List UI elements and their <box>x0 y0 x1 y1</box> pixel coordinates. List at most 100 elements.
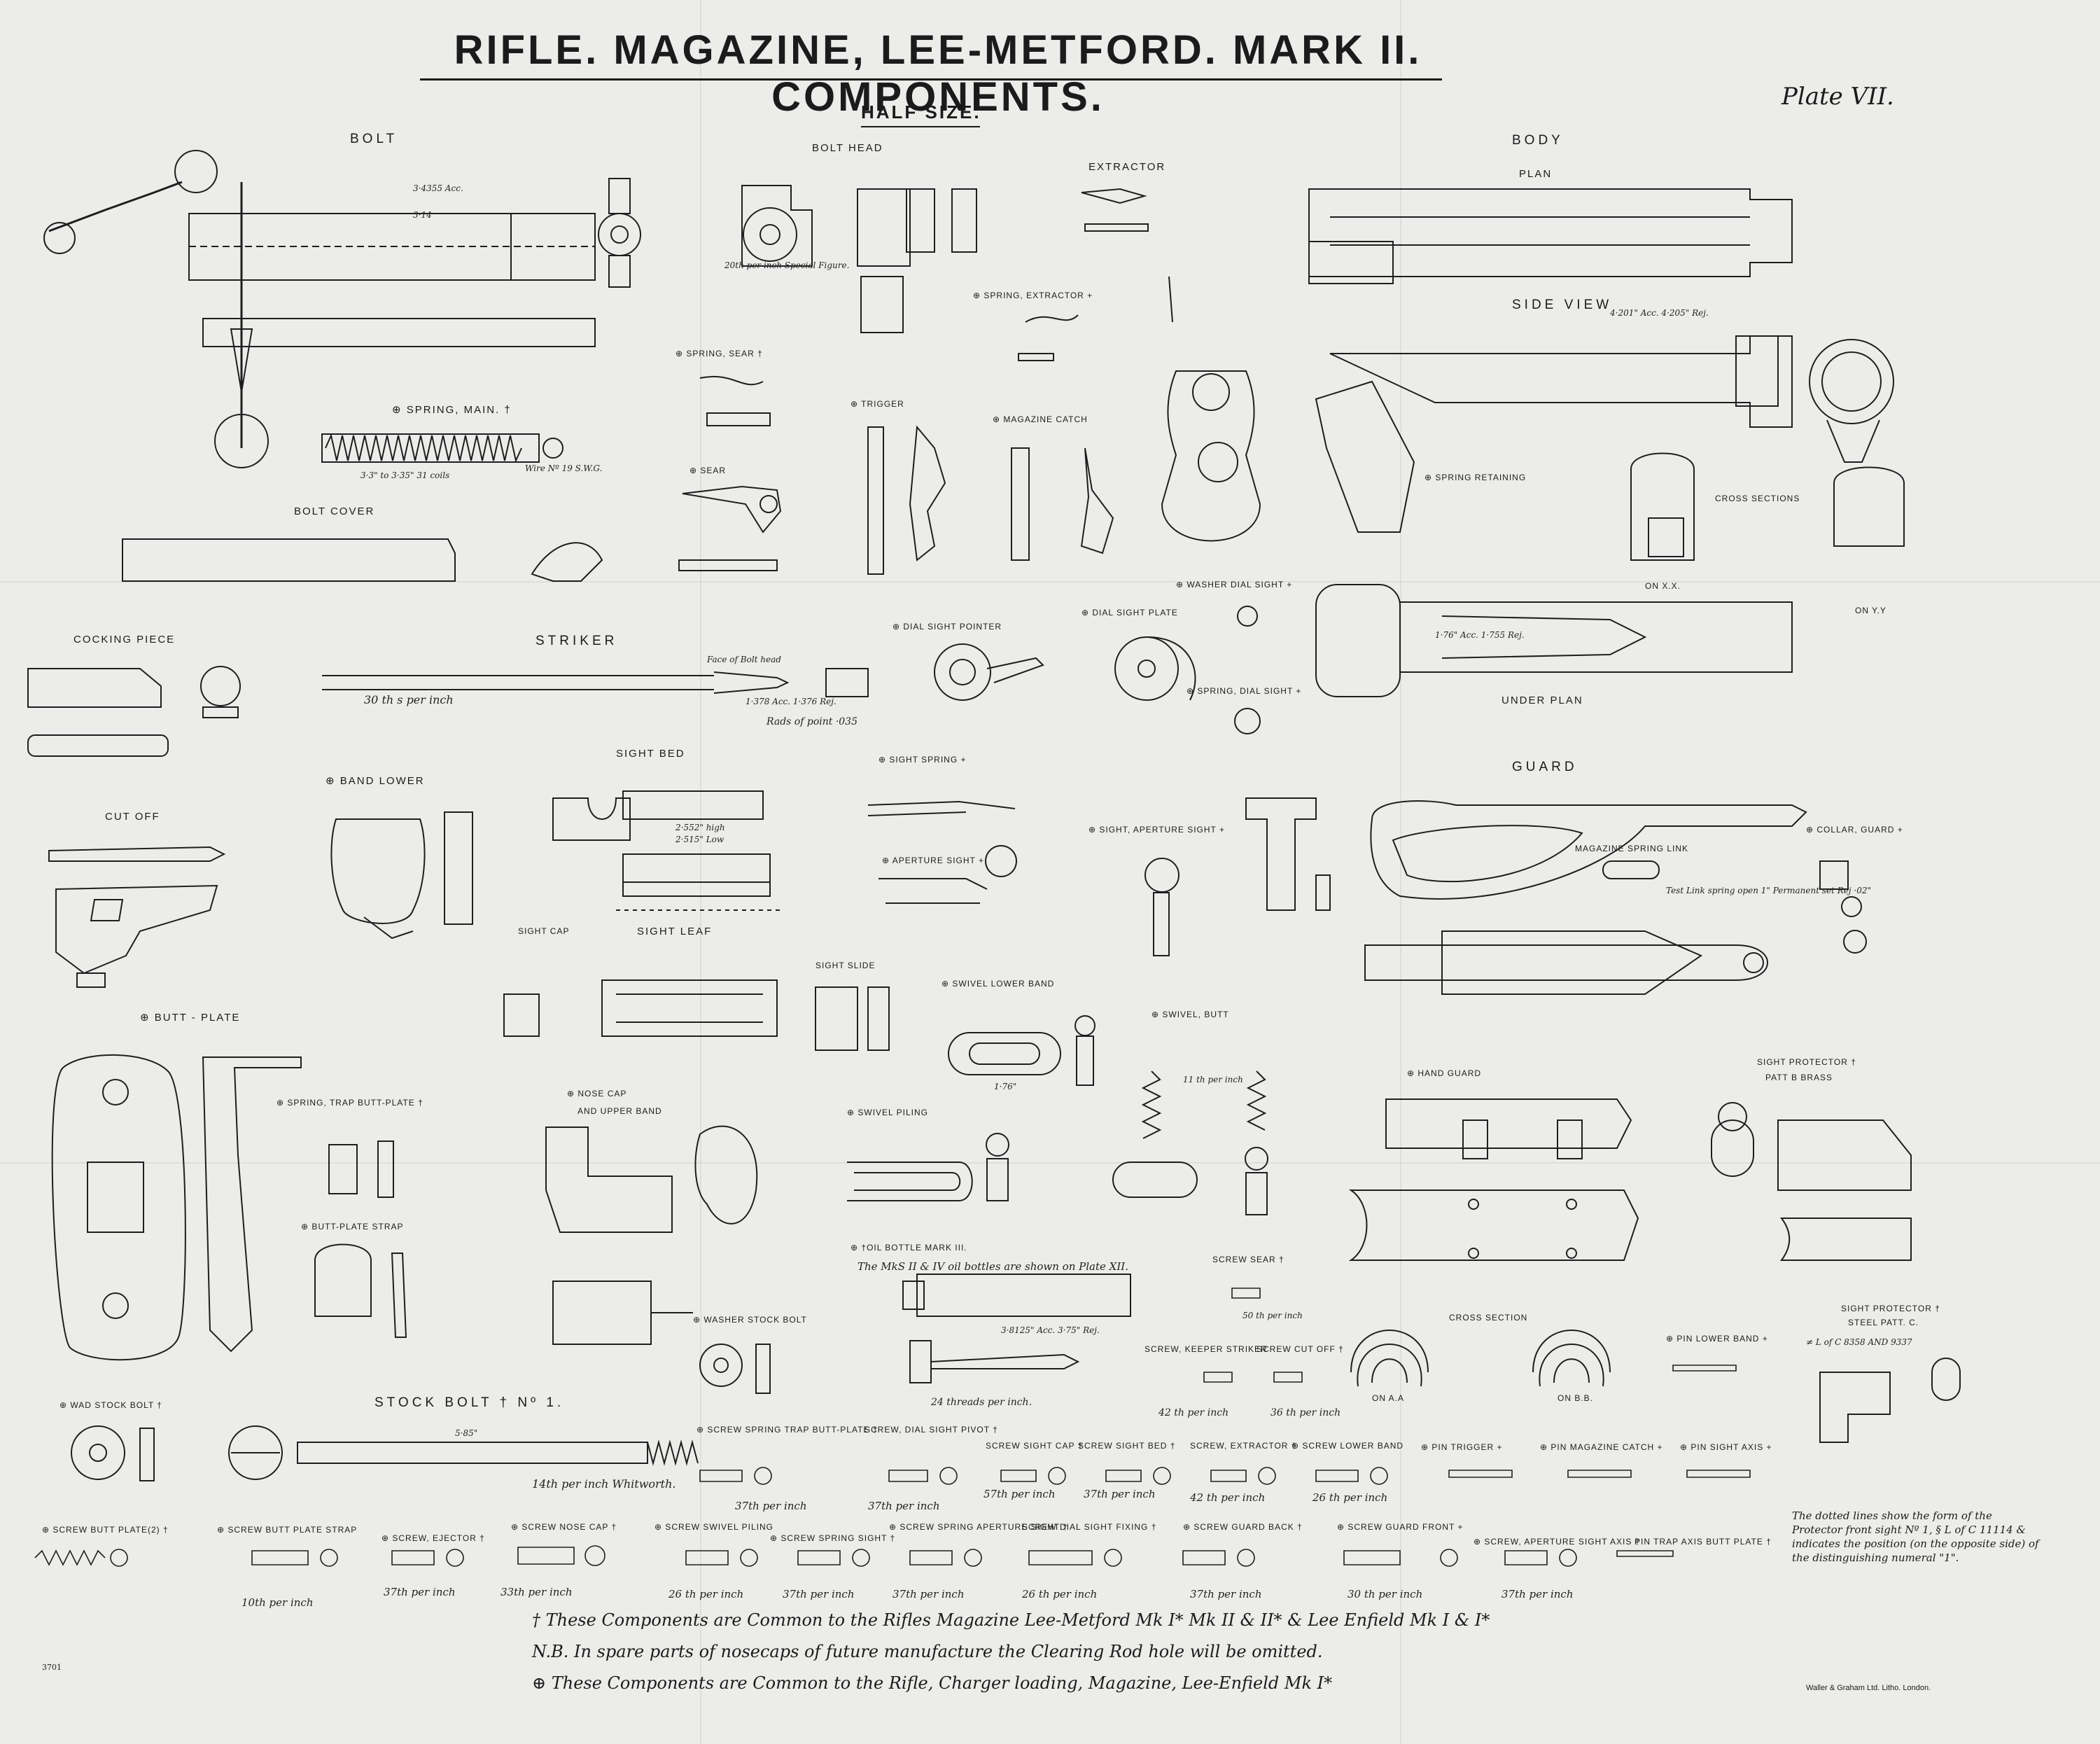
dim-mag-link-note: Test Link spring open 1" Permanent set R… <box>1666 886 1872 895</box>
label-swivel-lower-band: ⊕ SWIVEL LOWER BAND <box>941 979 1055 989</box>
label-pin-trigger: ⊕ PIN TRIGGER + <box>1421 1442 1503 1452</box>
dim-oil-bottle-len: 3·8125" Acc. 3·75" Rej. <box>1001 1325 1100 1335</box>
cut-off-drawing <box>49 847 224 987</box>
label-magazine-spring-link: MAGAZINE SPRING LINK <box>1575 844 1689 853</box>
label-cross-section: CROSS SECTION <box>1449 1313 1528 1323</box>
dim-t37b: 37th per inch <box>868 1500 940 1512</box>
dim-sight-bed-high: 2·552" high <box>676 823 725 832</box>
sight-protector-drawing <box>1712 1103 1960 1442</box>
sight-aperture-drawing <box>1145 798 1330 956</box>
footnote-protector: The dotted lines show the form of the Pr… <box>1792 1509 2039 1564</box>
label-screw-spring-trap: ⊕ SCREW SPRING TRAP BUTT-PLATE † <box>696 1425 878 1435</box>
butt-plate-drawing <box>52 1055 301 1360</box>
label-plan: PLAN <box>1519 168 1553 180</box>
label-spring-extractor: ⊕ SPRING, EXTRACTOR + <box>973 291 1093 300</box>
sight-bed-drawing <box>553 791 784 910</box>
label-on-bb: ON B.B. <box>1558 1393 1594 1403</box>
swivel-lower-band-drawing <box>948 1016 1095 1085</box>
label-spring-trap-butt-plate: ⊕ SPRING, TRAP BUTT-PLATE † <box>276 1098 424 1108</box>
label-on-xx: ON X.X. <box>1645 581 1681 591</box>
dim-t57: 57th per inch <box>983 1488 1056 1500</box>
label-screw-butt-plate: ⊕ SCREW BUTT PLATE(2) † <box>42 1525 169 1535</box>
label-stock-bolt: STOCK BOLT † Nº 1. <box>374 1395 565 1410</box>
label-cross-sections: CROSS SECTIONS <box>1715 494 1800 503</box>
dim-t37e: 37th per inch <box>783 1588 855 1600</box>
note-nosecaps: N.B. In spare parts of nosecaps of futur… <box>532 1642 1323 1661</box>
band-lower-drawing <box>331 812 472 938</box>
label-screw-keeper-striker: SCREW, KEEPER STRIKER <box>1144 1344 1268 1354</box>
label-guard: GUARD <box>1512 760 1578 774</box>
label-butt-plate: ⊕ BUTT - PLATE <box>140 1012 241 1024</box>
dim-oil-bottle-note: The MkS II & IV oil bottles are shown on… <box>858 1260 1128 1273</box>
label-extractor: EXTRACTOR <box>1088 161 1166 173</box>
label-magazine-catch: ⊕ MAGAZINE CATCH <box>993 414 1088 424</box>
label-screw-lower-band: ⊕ SCREW LOWER BAND <box>1292 1441 1404 1451</box>
spring-main-drawing <box>322 434 563 462</box>
bolt-drawing <box>44 151 640 468</box>
label-on-aa: ON A.A <box>1372 1393 1405 1403</box>
label-dial-sight-plate: ⊕ DIAL SIGHT PLATE <box>1082 608 1178 618</box>
dim-bolt-head-threads: 20th per inch Special Figure. <box>724 260 850 270</box>
dim-screw-keeper-threads: 42 th per inch <box>1158 1407 1229 1418</box>
scale-underline <box>861 126 980 127</box>
dim-oil-bottle-threads: 24 threads per inch. <box>931 1397 1032 1408</box>
dim-t10: 10th per inch <box>241 1596 314 1609</box>
label-pin-magazine-catch: ⊕ PIN MAGAZINE CATCH + <box>1540 1442 1663 1452</box>
label-bolt-head: BOLT HEAD <box>812 142 883 154</box>
dim-striker-rads: Rads of point ·035 <box>766 716 858 727</box>
fold-line <box>1400 0 1401 1744</box>
bolt-head-drawing <box>742 186 976 333</box>
label-sight-aperture-sight: ⊕ SIGHT, APERTURE SIGHT + <box>1088 825 1225 835</box>
label-washer-stock-bolt: ⊕ WASHER STOCK BOLT <box>693 1315 807 1325</box>
label-spring-retaining: ⊕ SPRING RETAINING <box>1424 473 1527 482</box>
label-screw-cut-off: SCREW CUT OFF † <box>1256 1344 1344 1354</box>
label-pin-lower-band: ⊕ PIN LOWER BAND + <box>1666 1334 1768 1344</box>
label-pin-sight-axis: ⊕ PIN SIGHT AXIS + <box>1680 1442 1772 1452</box>
screws-row-1 <box>700 1288 1750 1484</box>
spring-trap-drawing <box>315 1141 406 1337</box>
bolt-cover-drawing <box>122 539 602 581</box>
label-and-upper-band: AND UPPER BAND <box>578 1106 662 1116</box>
dim-screw-sear-threads: 50 th per inch <box>1242 1311 1303 1320</box>
fold-line <box>0 1162 2100 1164</box>
title-underline <box>420 78 1442 81</box>
dial-sight-drawing <box>934 606 1260 734</box>
label-screw-extractor: SCREW, EXTRACTOR † <box>1190 1441 1297 1451</box>
striker-drawing <box>322 669 868 697</box>
label-sight-spring: ⊕ SIGHT SPRING + <box>878 755 967 765</box>
dim-steel-ref: ≠ L of C 8358 AND 9337 <box>1806 1337 1912 1347</box>
dim-body-side-acc: 4·201" Acc. 4·205" Rej. <box>1610 308 1709 318</box>
extractor-drawing <box>1018 189 1172 361</box>
label-striker: STRIKER <box>536 634 618 648</box>
nose-cap-drawing <box>546 1126 757 1344</box>
body-plan-drawing <box>1162 189 1904 697</box>
label-sight-leaf: SIGHT LEAF <box>637 926 713 937</box>
dim-spring-main-wire: Wire Nº 19 S.W.G. <box>525 463 603 473</box>
label-spring-sear: ⊕ SPRING, SEAR † <box>676 349 763 358</box>
label-washer-dial-sight: ⊕ WASHER DIAL SIGHT + <box>1176 580 1293 590</box>
sheet-title: RIFLE. MAGAZINE, LEE-METFORD. MARK II. C… <box>454 27 1422 120</box>
oil-bottle-drawing <box>903 1274 1130 1383</box>
label-side-view: SIDE VIEW <box>1512 298 1613 312</box>
label-sight-bed: SIGHT BED <box>616 748 685 760</box>
note-common-lee-metford: † These Components are Common to the Rif… <box>532 1610 1490 1630</box>
dim-t26c: 26 th per inch <box>1022 1588 1098 1600</box>
dim-t37h: 37th per inch <box>1502 1588 1574 1600</box>
swivel-piling-drawing <box>847 1133 1009 1201</box>
label-on-yy: ON Y.Y <box>1855 606 1886 615</box>
hand-guard-drawing <box>1351 1099 1638 1386</box>
label-screw-guard-back: ⊕ SCREW GUARD BACK † <box>1183 1522 1303 1532</box>
label-sear: ⊕ SEAR <box>690 466 727 475</box>
label-screw-butt-plate-strap: ⊕ SCREW BUTT PLATE STRAP <box>217 1525 358 1535</box>
dim-t37f: 37th per inch <box>892 1588 965 1600</box>
note-common-lee-enfield: ⊕ These Components are Common to the Rif… <box>532 1673 1333 1693</box>
label-sight-slide: SIGHT SLIDE <box>816 961 876 970</box>
label-sight-cap: SIGHT CAP <box>518 926 570 936</box>
label-screw-sight-cap: SCREW SIGHT CAP † <box>986 1441 1084 1451</box>
label-screw-nose-cap: ⊕ SCREW NOSE CAP † <box>511 1522 617 1532</box>
label-cut-off: CUT OFF <box>105 811 160 823</box>
sight-leaf-drawing <box>504 980 889 1050</box>
label-steel-patt-c: STEEL PATT. C. <box>1848 1318 1919 1327</box>
label-screw-dial-sight-pivot: SCREW, DIAL SIGHT PIVOT † <box>864 1425 998 1435</box>
